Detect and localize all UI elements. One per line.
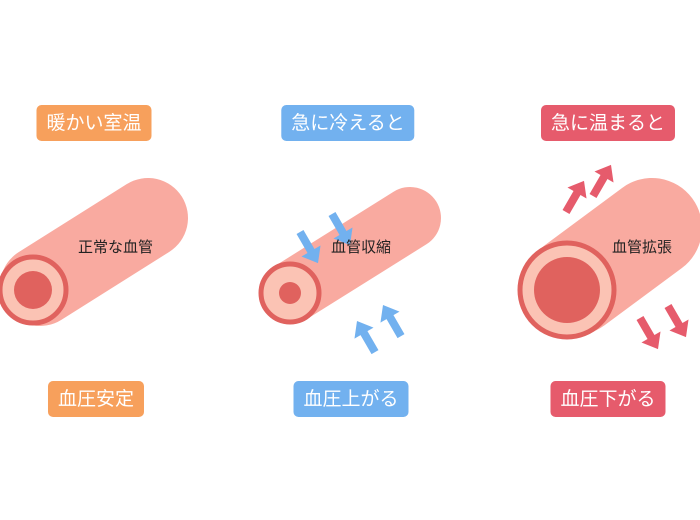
condition-badge-sudden-cold: 急に冷えると [281,105,415,141]
vessel-label-normal: 正常な血管 [78,238,154,256]
normal-vessel [0,178,188,326]
constricted-vessel [258,187,441,325]
vessel-label-constricted: 血管収縮 [331,238,392,256]
dilated-vessel [517,178,700,340]
result-badge-rises: 血圧上がる [293,381,409,417]
result-badge-falls: 血圧下がる [550,381,666,417]
vessel-label-dilated: 血管拡張 [612,238,673,256]
result-badge-stable: 血圧安定 [47,381,145,417]
condition-badge-sudden-warm: 急に温まると [540,105,676,141]
condition-badge-warm-room: 暖かい室温 [36,105,152,141]
